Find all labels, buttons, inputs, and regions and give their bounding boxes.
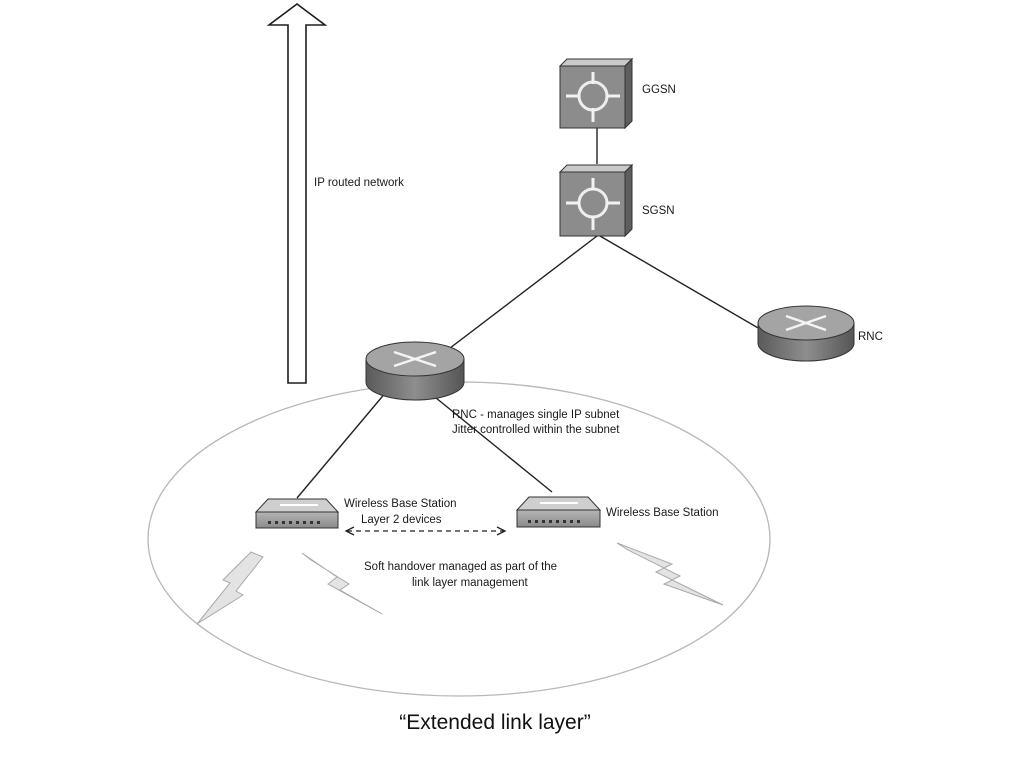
ggsn-icon bbox=[558, 57, 634, 130]
handover-arrow bbox=[344, 526, 507, 536]
base-station-left-icon bbox=[254, 498, 340, 529]
sgsn-label: SGSN bbox=[642, 205, 675, 217]
base-station-right-label: Wireless Base Station bbox=[606, 507, 719, 519]
ggsn-label: GGSN bbox=[642, 84, 676, 96]
base-station-right-icon bbox=[515, 496, 602, 528]
base-station-left-label-line2: Layer 2 devices bbox=[361, 514, 442, 526]
diagram-caption: “Extended link layer” bbox=[399, 711, 590, 734]
base-station-left-label-line1: Wireless Base Station bbox=[344, 498, 457, 510]
lightning-bolt-right-icon bbox=[616, 542, 724, 606]
ip-routed-network-arrow bbox=[266, 3, 328, 384]
rnc-right-router-icon bbox=[757, 305, 855, 362]
lightning-bolt-left-icon bbox=[196, 551, 264, 625]
rnc-center-label-line2: Jitter controlled within the subnet bbox=[452, 424, 620, 436]
rnc-center-router-icon bbox=[365, 341, 465, 401]
sgsn-icon bbox=[558, 163, 634, 238]
link-sgsn-rnc-right bbox=[599, 235, 766, 333]
ip-routed-network-label: IP routed network bbox=[314, 177, 404, 189]
handover-label-line1: Soft handover managed as part of the bbox=[364, 561, 557, 573]
rnc-center-label-line1: RNC - manages single IP subnet bbox=[452, 409, 620, 421]
handover-label-line2: link layer management bbox=[412, 577, 529, 589]
rnc-right-label: RNC bbox=[858, 331, 883, 343]
lightning-bolt-center-icon bbox=[301, 552, 383, 615]
link-rnc-base-right bbox=[419, 384, 553, 493]
link-rnc-base-left bbox=[296, 384, 393, 499]
